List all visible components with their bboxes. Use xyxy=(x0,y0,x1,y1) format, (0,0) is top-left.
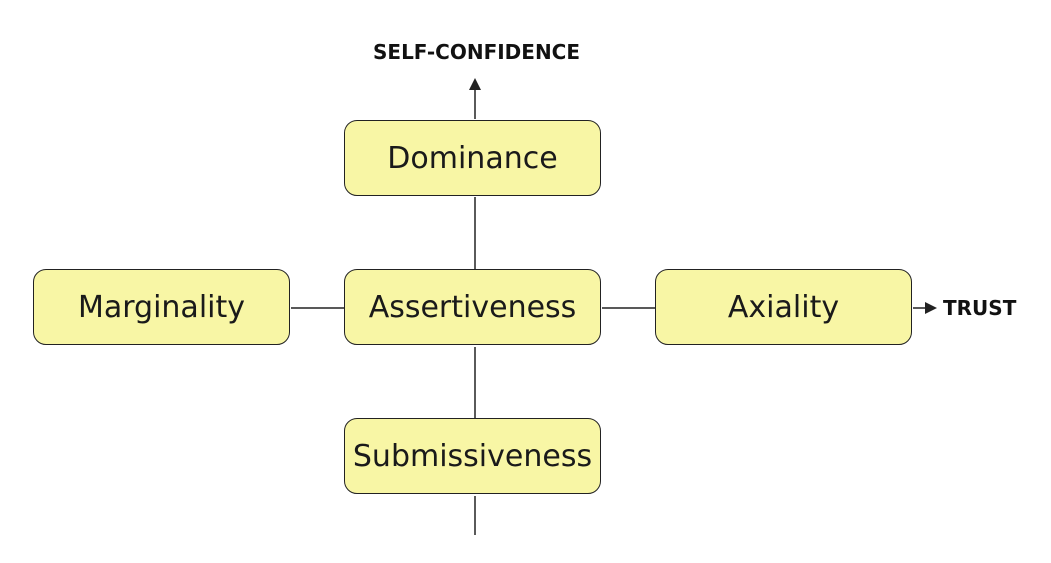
axiality-node: Axiality xyxy=(655,269,912,345)
marginality-label: Marginality xyxy=(77,289,246,325)
dominance-label: Dominance xyxy=(387,140,558,176)
assertiveness-node: Assertiveness xyxy=(344,269,601,345)
trust-label: TRUST xyxy=(943,296,1017,320)
marginality-node: Marginality xyxy=(33,269,290,345)
axiality-label: Axiality xyxy=(727,289,840,325)
submissiveness-label: Submissiveness xyxy=(352,438,593,474)
dominance-node: Dominance xyxy=(344,120,601,196)
submissiveness-node: Submissiveness xyxy=(344,418,601,494)
assertiveness-label: Assertiveness xyxy=(368,289,577,325)
self-confidence-label: SELF-CONFIDENCE xyxy=(373,40,581,64)
